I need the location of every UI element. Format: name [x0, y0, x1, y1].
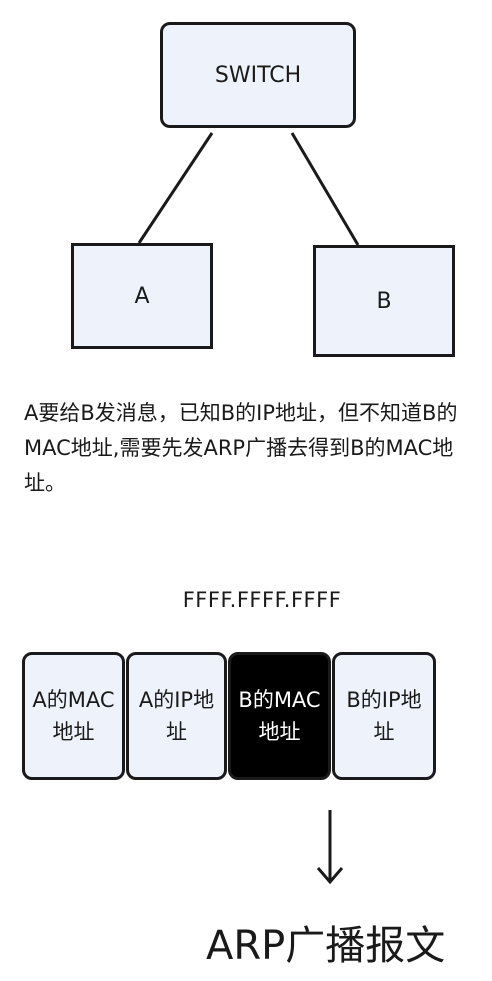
packet-field-sender-ip: A的IP地址 — [126, 652, 227, 780]
broadcast-address: FFFF.FFFF.FFFF — [182, 588, 342, 612]
host-b-label: B — [376, 288, 392, 314]
host-a-node: A — [71, 243, 213, 349]
footer-title: ARP广播报文 — [206, 923, 446, 969]
link-switch-a — [137, 132, 214, 244]
link-switch-b — [290, 132, 360, 246]
field-label: A的IP地址 — [138, 688, 215, 744]
description-text: A要给B发消息，已知B的IP地址，但不知道B的MAC地址,需要先发ARP广播去得… — [24, 401, 458, 495]
packet-field-sender-mac: A的MAC地址 — [22, 652, 125, 780]
host-b-node: B — [313, 245, 455, 357]
field-label: B的IP地址 — [346, 688, 422, 744]
field-label: B的MAC地址 — [238, 688, 321, 744]
packet-field-target-ip: B的IP地址 — [332, 652, 436, 780]
switch-label: SWITCH — [214, 62, 302, 88]
switch-node: SWITCH — [160, 22, 356, 128]
packet-field-target-mac: B的MAC地址 — [228, 652, 331, 780]
field-label: A的MAC地址 — [32, 688, 115, 744]
host-a-label: A — [134, 283, 150, 309]
